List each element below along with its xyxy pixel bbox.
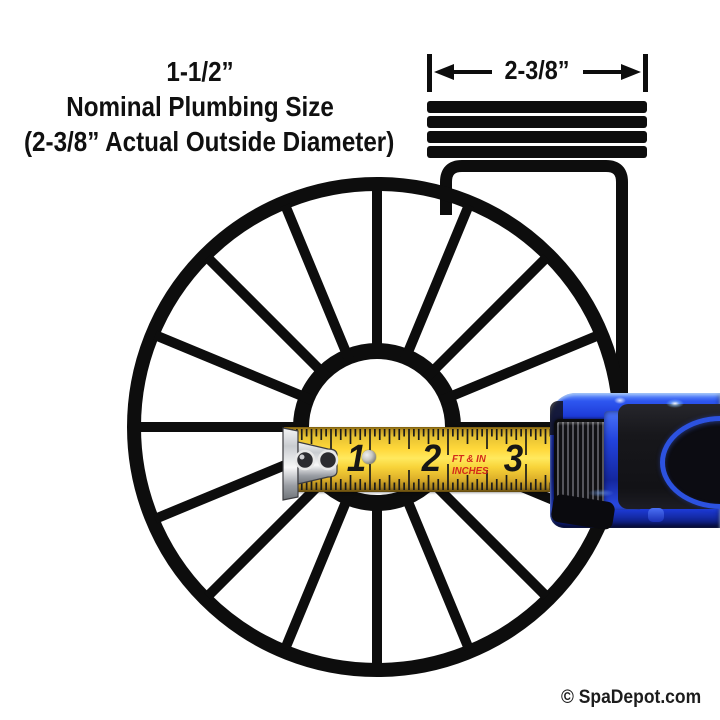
blade-unit-line2: INCHES (452, 464, 489, 477)
arrowhead-right-icon (621, 64, 641, 80)
blade-tick-marks (291, 429, 557, 490)
inch-number-2: 2 (421, 438, 441, 480)
thread-ridge (427, 131, 647, 143)
dimension-end-bar-right (643, 54, 648, 92)
size-annotation-line1: 1-1/2” (166, 56, 234, 87)
thread-ridge (427, 116, 647, 128)
size-annotation-line2: Nominal Plumbing Size (66, 91, 334, 122)
blade-rivet (362, 450, 376, 464)
outside-diameter-dimension-label: 2-3/8” (504, 55, 570, 85)
case-glint (614, 397, 626, 404)
pipe-thread-ridges (427, 101, 647, 158)
dimension-shaft-right (583, 70, 625, 74)
case-bottom-tab (648, 508, 664, 522)
thread-ridge (427, 146, 647, 158)
case-glint (666, 399, 684, 408)
dimension-end-bar-left (427, 54, 432, 92)
rivet-highlight (299, 454, 305, 460)
thread-ridge (427, 101, 647, 113)
blade-unit-text: FT & IN INCHES (452, 453, 489, 477)
wheel-spokes (137, 187, 617, 667)
inch-number-3: 3 (503, 438, 523, 480)
inch-number-1: 1 (346, 438, 366, 480)
watermark-credit: © SpaDepot.com (561, 687, 702, 708)
tape-measure-case (550, 393, 720, 531)
dimension-shaft-left (450, 70, 492, 74)
arrowhead-left-icon (434, 64, 454, 80)
hook-end-plate (282, 427, 299, 501)
hook-rivet-left (294, 449, 316, 471)
size-annotation-line3: (2-3/8” Actual Outside Diameter) (24, 126, 395, 157)
tape-measure-hook (282, 427, 339, 501)
case-glint (588, 489, 614, 497)
blade-unit-line1: FT & IN (452, 453, 486, 465)
dimension-arrow (427, 54, 648, 92)
pipe-stub-outline (440, 160, 628, 400)
hook-rivet-right (317, 449, 339, 471)
size-annotation: 1-1/2” Nominal Plumbing Size (2-3/8” Act… (24, 54, 395, 159)
